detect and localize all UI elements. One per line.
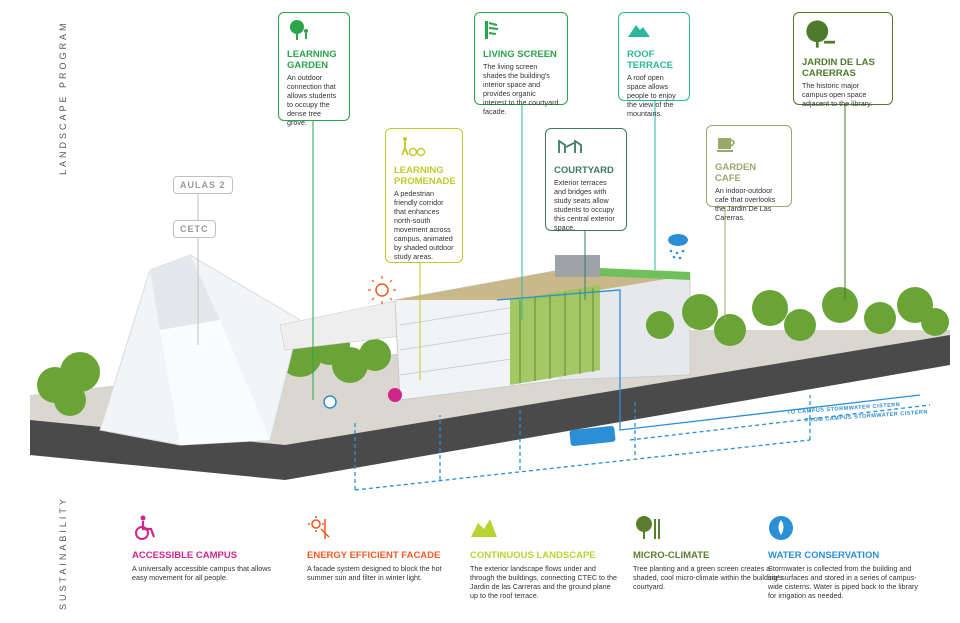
trees-right bbox=[646, 287, 949, 346]
jardin-title: JARDIN DE LAS CARERRAS bbox=[802, 57, 875, 79]
plaza-marker-icon bbox=[323, 395, 337, 409]
sus-landscape-text: The exterior landscape flows under and t… bbox=[470, 564, 618, 600]
callout-living-screen: LIVING SCREEN The living screen shades t… bbox=[474, 12, 568, 116]
aulas-building bbox=[279, 299, 411, 351]
tree-screen-icon bbox=[636, 516, 660, 539]
learning-promenade-text: A pedestrian friendly corridor that enha… bbox=[394, 189, 454, 261]
courtyard-title: COURTYARD bbox=[554, 165, 614, 176]
sus-water-text: Stormwater is collected from the buildin… bbox=[768, 564, 918, 600]
garden-cafe-title: GARDEN CAFE bbox=[715, 162, 757, 184]
sus-landscape-title: CONTINUOUS LANDSCAPE bbox=[470, 550, 596, 561]
tag-cetc: CETC bbox=[173, 220, 216, 238]
main-building bbox=[394, 255, 691, 401]
callout-courtyard: COURTYARD Exterior terraces and bridges … bbox=[545, 128, 627, 232]
sun-icon bbox=[368, 276, 396, 304]
plant-screen-icon bbox=[485, 21, 499, 39]
callout-leader-lines bbox=[197, 100, 846, 400]
sun-filter-icon bbox=[308, 516, 330, 539]
stormwater-pipes bbox=[354, 289, 931, 491]
sus-accessible-text: A universally accessible campus that all… bbox=[132, 564, 272, 582]
jardin-text: The historic major campus open space adj… bbox=[802, 81, 873, 108]
water-drop-icon bbox=[769, 516, 793, 540]
wheelchair-icon bbox=[135, 515, 156, 540]
sus-water-conservation: WATER CONSERVATION Stormwater is collect… bbox=[768, 515, 918, 600]
learning-garden-text: An outdoor connection that allows studen… bbox=[287, 73, 337, 127]
tree-person-icon bbox=[290, 20, 308, 40]
callout-garden-cafe: GARDEN CAFE An indoor-outdoor cafe that … bbox=[706, 125, 792, 222]
tag-aulas-2: AULAS 2 bbox=[173, 176, 233, 194]
callout-learning-promenade: LEARNING PROMENADE A pedestrian friendly… bbox=[385, 128, 463, 263]
sus-microclimate-text: Tree planting and a green screen creates… bbox=[633, 564, 783, 591]
sus-energy-title: ENERGY EFFICIENT FACADE bbox=[307, 550, 441, 561]
sus-accessible-campus: ACCESSIBLE CAMPUS A universally accessib… bbox=[132, 515, 282, 582]
living-screen-title: LIVING SCREEN bbox=[483, 49, 557, 60]
accessible-marker-icon bbox=[388, 388, 402, 402]
courtyard-icon bbox=[558, 139, 582, 153]
cistern-tank bbox=[569, 425, 616, 446]
sus-accessible-title: ACCESSIBLE CAMPUS bbox=[132, 550, 238, 561]
tree-bench-icon bbox=[806, 20, 835, 48]
sus-energy-text: A facade system designed to block the ho… bbox=[307, 564, 442, 582]
learning-promenade-title: LEARNING PROMENADE bbox=[394, 165, 456, 187]
sus-continuous-landscape: CONTINUOUS LANDSCAPE The exterior landsc… bbox=[470, 515, 620, 600]
callout-roof-terrace: ROOF TERRACE A roof open space allows pe… bbox=[618, 12, 690, 118]
living-screen-text: The living screen shades the building's … bbox=[483, 62, 559, 116]
landscape-icon bbox=[471, 519, 497, 537]
roof-terrace-title: ROOF TERRACE bbox=[627, 49, 673, 71]
sus-water-title: WATER CONSERVATION bbox=[768, 550, 880, 561]
roof-terrace-text: A roof open space allows people to enjoy… bbox=[627, 73, 676, 118]
rain-cloud-icon bbox=[668, 234, 688, 260]
sus-microclimate-title: MICRO-CLIMATE bbox=[633, 550, 710, 561]
callout-learning-garden: LEARNING GARDEN An outdoor connection th… bbox=[278, 12, 350, 127]
garden-cafe-text: An indoor-outdoor cafe that overlooks th… bbox=[715, 186, 776, 222]
ground-slab-side bbox=[30, 335, 950, 480]
sus-micro-climate: MICRO-CLIMATE Tree planting and a green … bbox=[633, 515, 783, 591]
callout-jardin: JARDIN DE LAS CARERRAS The historic majo… bbox=[793, 12, 893, 108]
learning-garden-title: LEARNING GARDEN bbox=[287, 49, 337, 71]
mountain-icon bbox=[628, 25, 650, 37]
courtyard-text: Exterior terraces and bridges with study… bbox=[554, 178, 615, 232]
cup-icon bbox=[717, 138, 735, 152]
sus-energy-facade: ENERGY EFFICIENT FACADE A facade system … bbox=[307, 515, 457, 582]
walk-bike-icon bbox=[401, 137, 426, 157]
